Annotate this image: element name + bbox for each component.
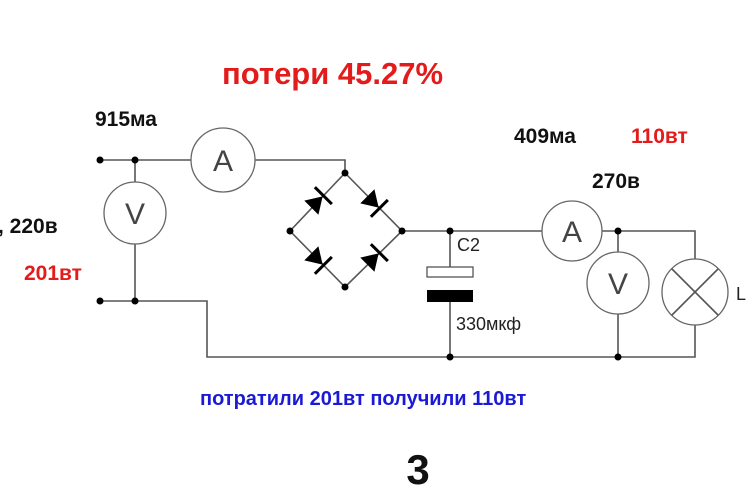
wires	[100, 159, 696, 358]
svg-text:L: L	[736, 284, 746, 304]
ammeter-output: A	[541, 200, 603, 262]
output-power: 110вт	[631, 125, 688, 148]
diode	[360, 243, 389, 272]
capacitor-c2	[426, 266, 474, 302]
output-current: 409ма	[514, 125, 576, 148]
diode-bridge	[304, 186, 389, 275]
input-power: 201вт	[24, 262, 82, 285]
voltmeter-input: V	[103, 181, 167, 245]
junction-dots	[96, 156, 622, 361]
capacitor-name: C2	[457, 235, 480, 255]
voltmeter-output: V	[586, 251, 650, 315]
ammeter-input: A	[190, 127, 256, 193]
input-voltage: , 220в	[0, 215, 58, 238]
svg-text:A: A	[562, 216, 582, 249]
loss-title: потери 45.27%	[222, 56, 443, 91]
figure-number: 3	[406, 446, 429, 488]
diode	[304, 186, 333, 215]
input-current: 915ма	[95, 108, 157, 131]
diode	[304, 246, 333, 275]
capacitor-value: 330мкф	[456, 314, 521, 334]
svg-text:V: V	[125, 198, 145, 231]
svg-text:V: V	[608, 268, 628, 301]
output-voltage: 270в	[592, 170, 640, 193]
svg-text:A: A	[213, 145, 233, 178]
summary-text: потратили 201вт получили 110вт	[200, 388, 526, 410]
diode	[360, 189, 389, 218]
lamp: L	[661, 258, 746, 326]
